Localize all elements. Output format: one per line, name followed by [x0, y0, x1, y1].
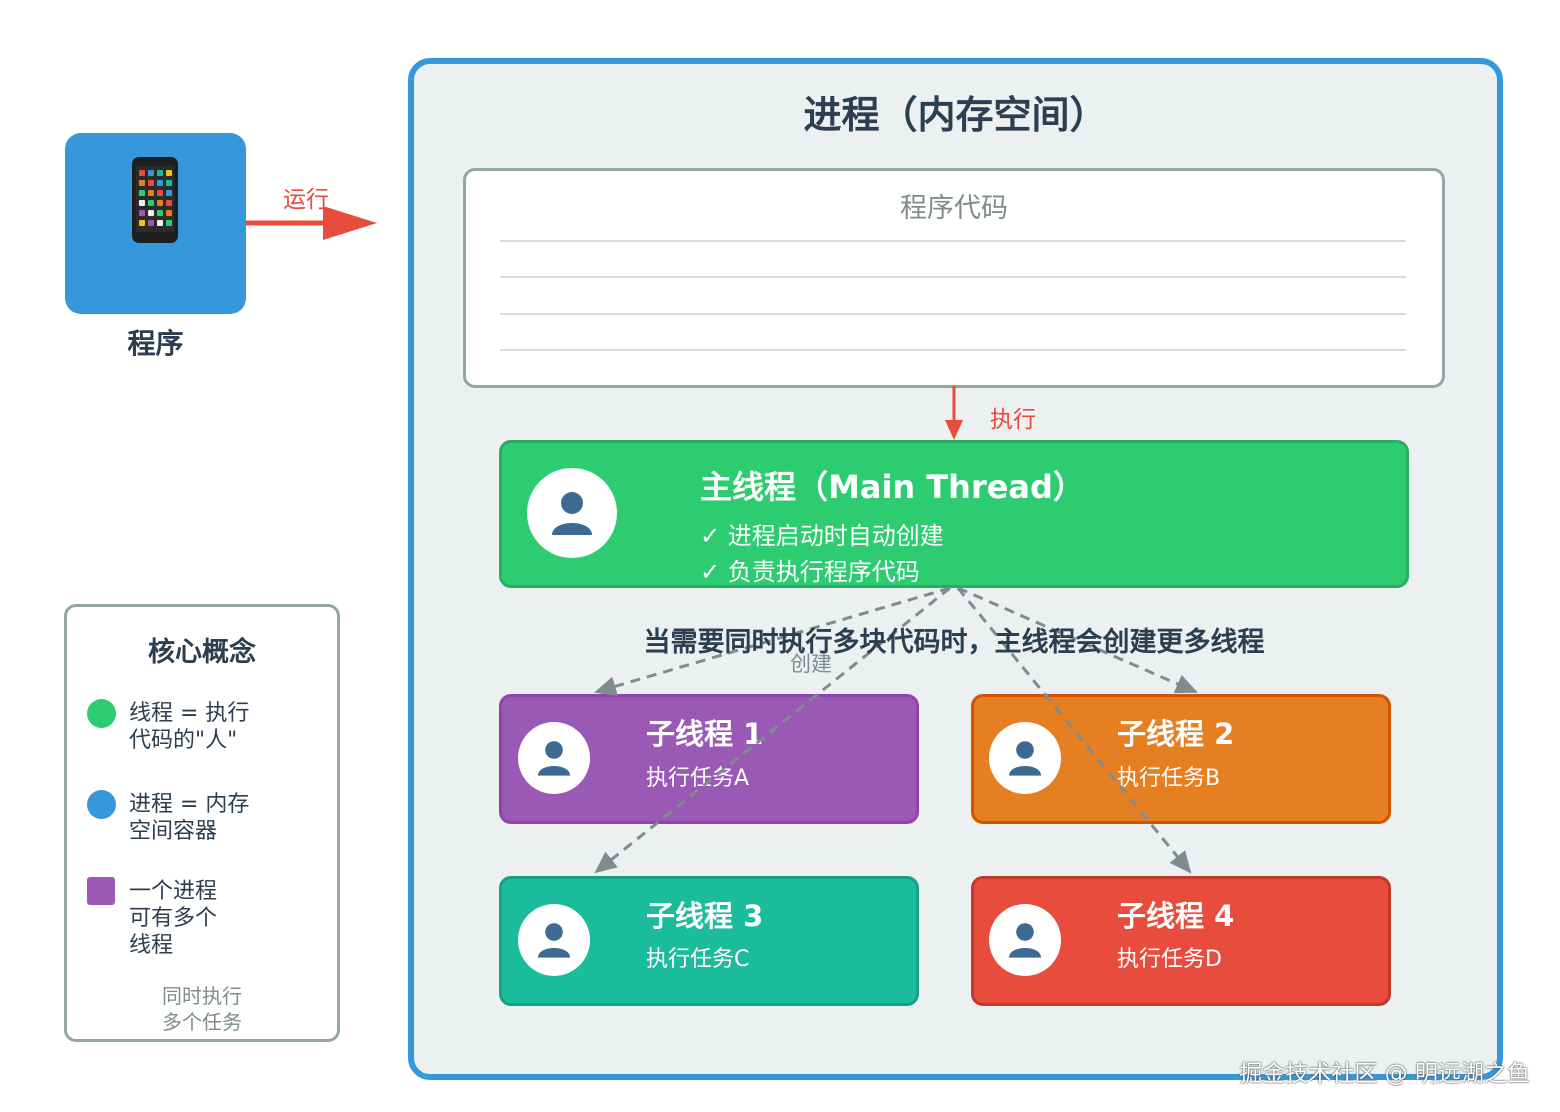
- code-title: 程序代码: [900, 193, 1008, 224]
- exec-label: 执行: [990, 407, 1036, 433]
- legend-thread-text: 线程 = 执行 代码的"人": [129, 701, 250, 753]
- process-title: 进程（内存空间）: [803, 93, 1108, 137]
- thread-4-task: 执行任务D: [1117, 947, 1222, 972]
- thread-1-title: 子线程 1: [646, 717, 764, 751]
- main-thread-box: [499, 440, 1409, 588]
- create-arrow-1: [594, 586, 951, 696]
- phone-icon: [132, 157, 178, 243]
- user-icon: [1009, 923, 1041, 958]
- run-label: 运行: [283, 187, 329, 213]
- legend-process-text: 进程 = 内存 空间容器: [129, 792, 250, 844]
- thread-1-task: 执行任务A: [646, 766, 750, 791]
- legend-multi-text: 一个进程 可有多个 线程: [129, 879, 218, 958]
- create-label: 创建: [790, 652, 832, 676]
- program-box: [65, 133, 246, 314]
- create-caption: 当需要同时执行多块代码时，主线程会创建更多线程: [643, 627, 1265, 658]
- user-icon: [538, 741, 570, 776]
- legend-process-marker: [87, 790, 116, 819]
- legend-thread-marker: [87, 699, 116, 728]
- code-line: [500, 240, 1406, 242]
- main-thread-title: 主线程（Main Thread）: [700, 468, 1085, 506]
- create-arrow-3: [594, 586, 951, 874]
- main-thread-feature: ✓ 负责执行程序代码: [700, 558, 920, 586]
- user-icon: [538, 923, 570, 958]
- legend-title: 核心概念: [148, 637, 256, 668]
- thread-1-avatar: [518, 722, 590, 794]
- thread-3-title: 子线程 3: [646, 899, 764, 933]
- code-line: [500, 349, 1406, 351]
- legend-box: [64, 604, 340, 1042]
- thread-2-title: 子线程 2: [1117, 717, 1235, 751]
- run-arrowhead: [323, 206, 377, 240]
- thread-2-task: 执行任务B: [1117, 766, 1221, 791]
- create-arrow-2: [957, 586, 1198, 694]
- code-line: [500, 276, 1406, 278]
- watermark: 掘金技术社区 @ 明远湖之鱼: [1239, 1061, 1530, 1087]
- code-line: [500, 313, 1406, 315]
- user-icon: [552, 492, 592, 535]
- thread-2-avatar: [989, 722, 1061, 794]
- main-thread-feature: ✓ 进程启动时自动创建: [700, 522, 944, 550]
- main-thread-avatar: [527, 468, 617, 558]
- program-label: 程序: [127, 327, 184, 360]
- thread-4-title: 子线程 4: [1117, 899, 1235, 933]
- thread-3-avatar: [518, 904, 590, 976]
- thread-4-avatar: [989, 904, 1061, 976]
- user-icon: [1009, 741, 1041, 776]
- exec-arrowhead: [945, 420, 963, 440]
- thread-3-task: 执行任务C: [646, 947, 750, 972]
- legend-multi-marker: [87, 877, 115, 905]
- legend-note: 同时执行 多个任务: [162, 984, 242, 1034]
